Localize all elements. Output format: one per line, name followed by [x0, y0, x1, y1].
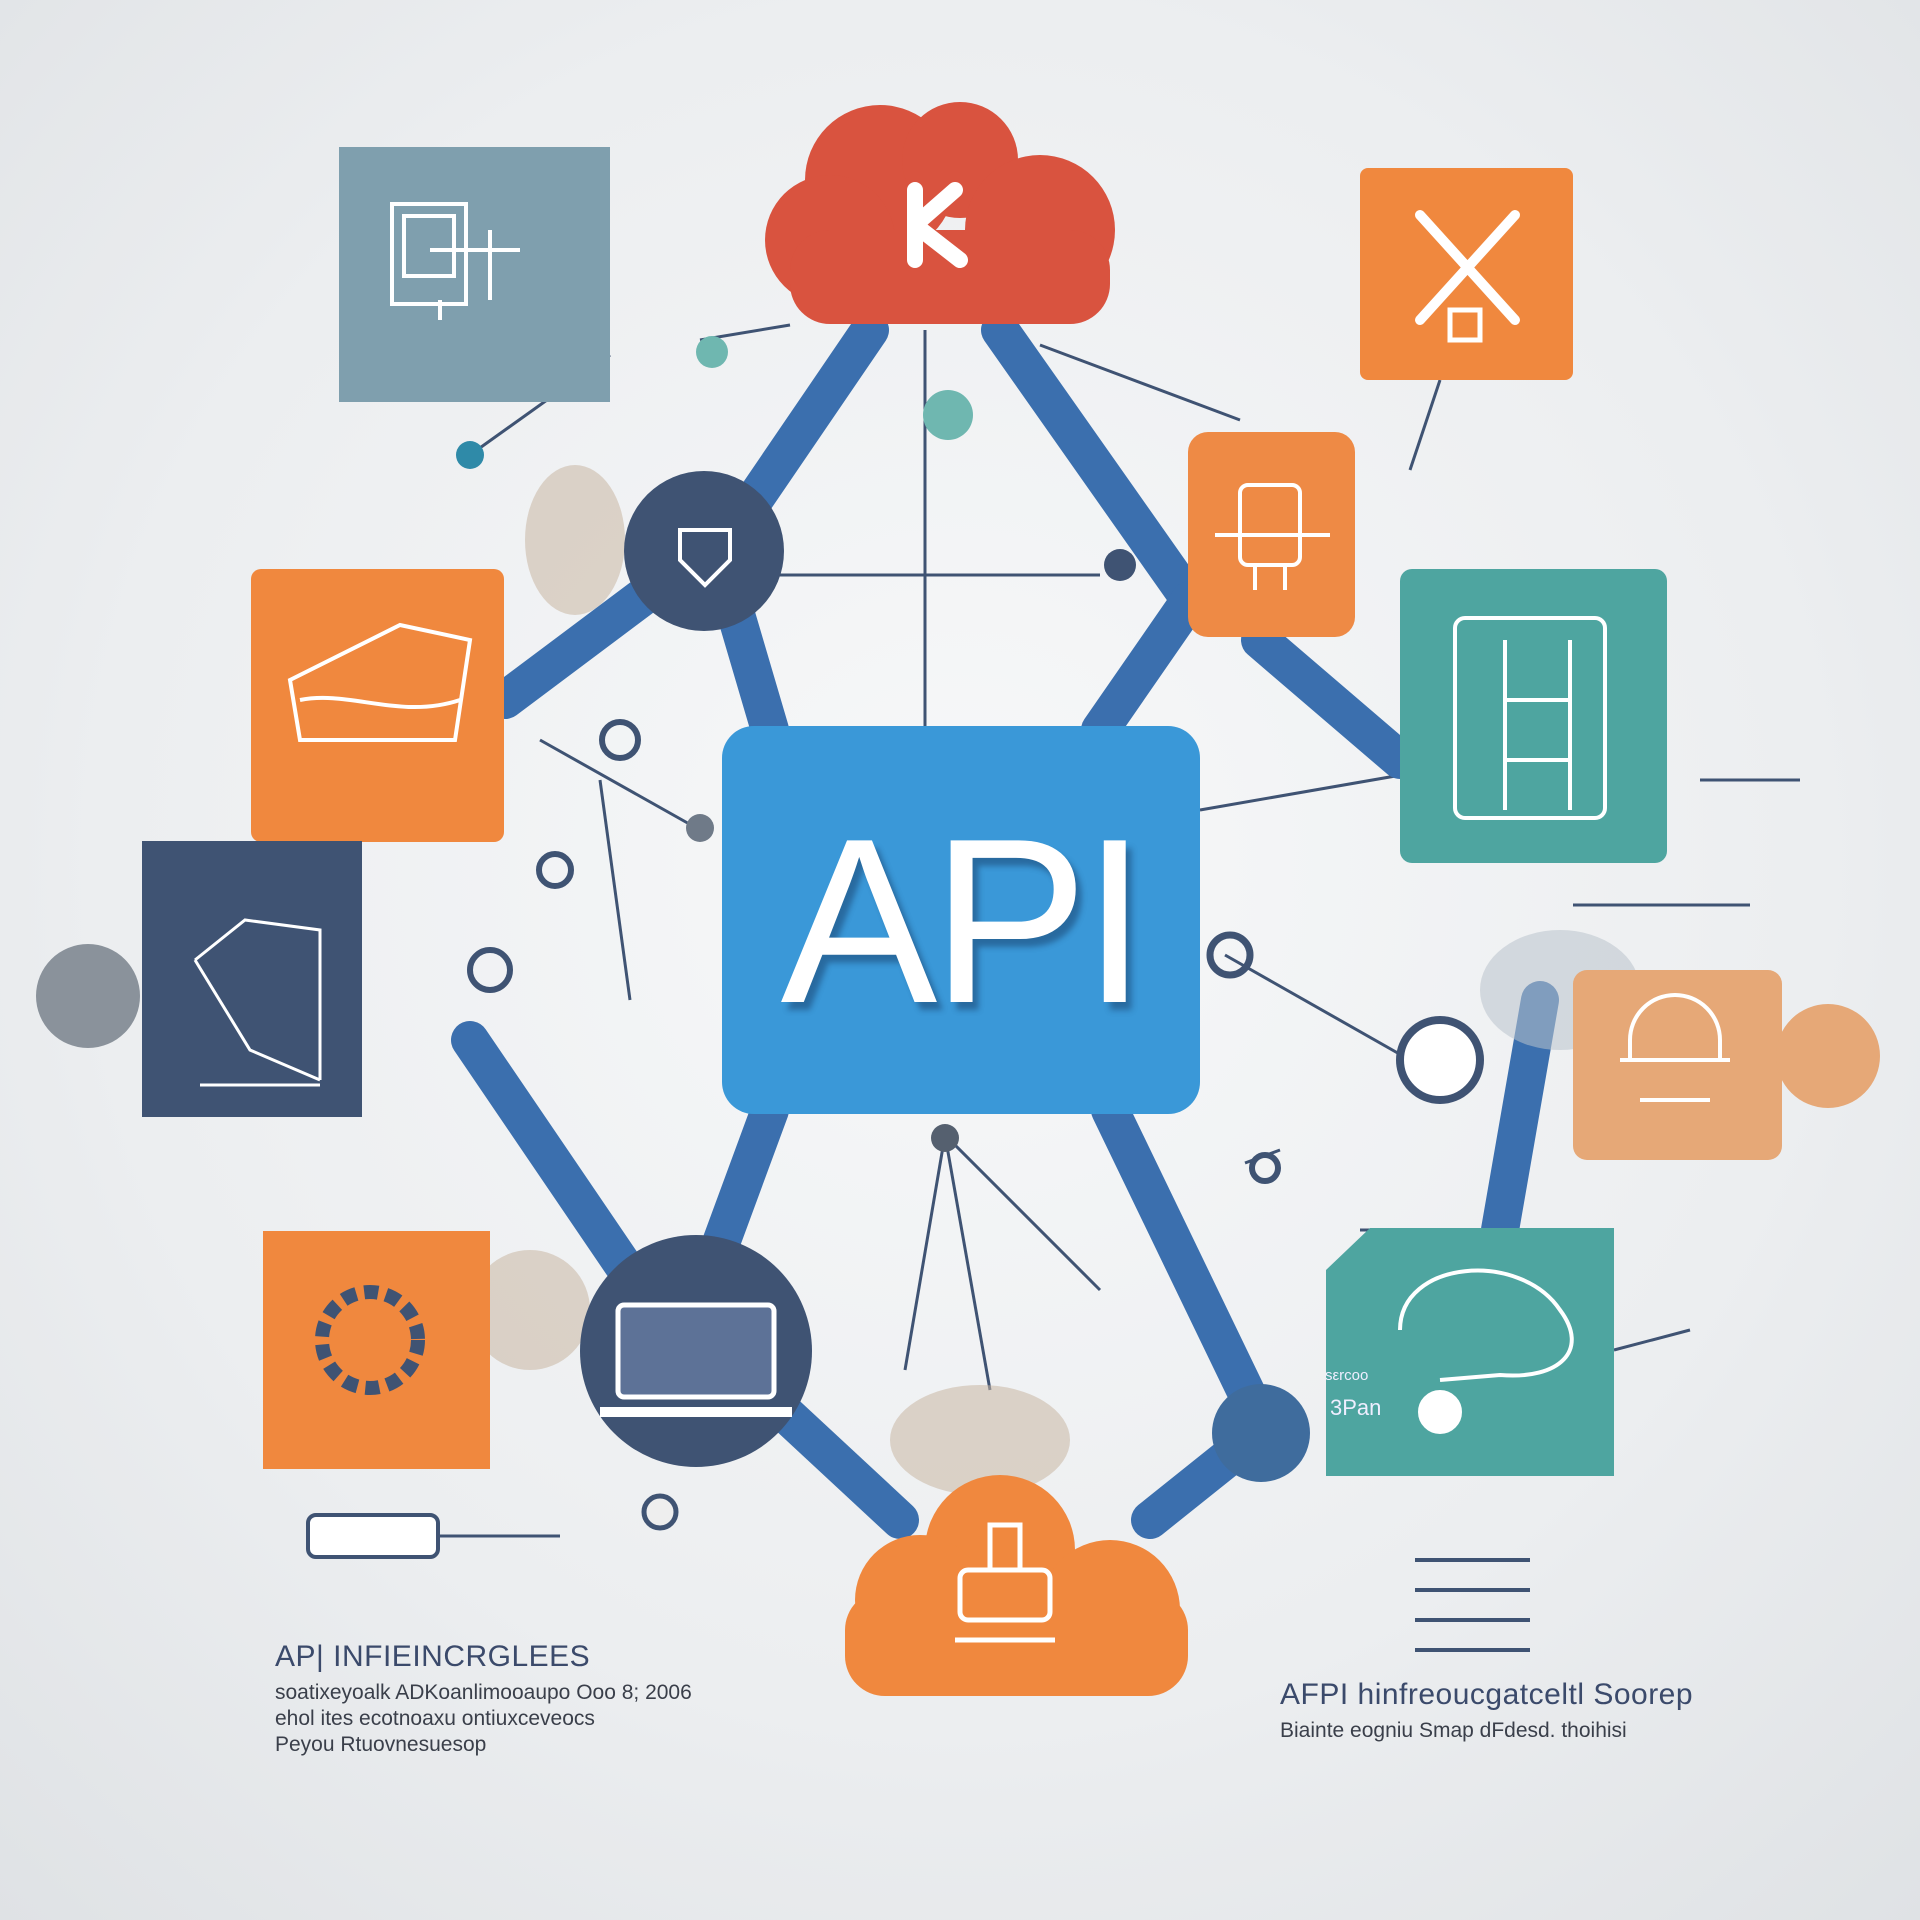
caption-left-line: ehol ites ecotnoaxu ontiuxceveocs — [275, 1707, 595, 1730]
tile-text-1: sεrcoo — [1325, 1367, 1368, 1384]
caption-right-title: AFPI hinfreoucgatceltl Soorep — [1280, 1678, 1694, 1711]
blueprint-icon — [193, 918, 322, 1087]
tan-circle-right — [1776, 1004, 1880, 1108]
database-icon — [955, 1522, 1055, 1643]
k-logo-icon — [907, 182, 968, 268]
circle-shield[interactable] — [624, 471, 784, 631]
window-icon — [390, 202, 520, 320]
tile-right-tan[interactable] — [1573, 970, 1782, 1160]
plug-icon — [1215, 483, 1330, 590]
server-rack-icon — [1453, 616, 1607, 820]
stack-icon-bottom-right — [1415, 1558, 1530, 1652]
shield-icon — [678, 528, 732, 588]
circle-small-bottom[interactable] — [1212, 1384, 1310, 1482]
tile-left-navy[interactable] — [142, 841, 362, 1117]
caption-right: AFPI hinfreoucgatceltl Soorep Biainte eo… — [1280, 1678, 1693, 1744]
caption-left-line: Peyou Rtuovnesuesop — [275, 1733, 487, 1756]
tile-text-2: 3Pan — [1330, 1395, 1381, 1420]
api-label: API — [780, 788, 1148, 1052]
caption-right-line: Biainte eogniu Smap dFdesd. thoihisi — [1280, 1719, 1627, 1742]
lock-icon — [1620, 993, 1730, 1102]
map-icon — [287, 622, 473, 742]
tile-bottom-left-orange[interactable] — [263, 1231, 490, 1469]
vr-headset-icon — [1398, 1268, 1574, 1434]
gray-circle-left — [36, 944, 140, 1048]
cloud-bottom[interactable] — [845, 1475, 1188, 1696]
caption-left-line: soatixeyoalk ADKoanlimooaupo Ooo 8; 2006 — [275, 1681, 692, 1704]
network-icon — [1415, 210, 1520, 343]
tile-right-teal[interactable] — [1400, 569, 1667, 863]
caption-left: AP| INFIEINCRGLEES soatixeyoalk ADKoanli… — [275, 1640, 692, 1758]
api-box[interactable] — [722, 726, 1200, 1114]
tile-top-left[interactable] — [339, 147, 610, 402]
laptop-icon — [600, 1302, 792, 1417]
caption-left-title: AP| INFIEINCRGLEES — [275, 1640, 591, 1673]
gear-cluster-icon — [315, 1285, 425, 1395]
device-icon-bottom-left — [306, 1513, 440, 1559]
connector-dots — [456, 336, 1484, 1531]
